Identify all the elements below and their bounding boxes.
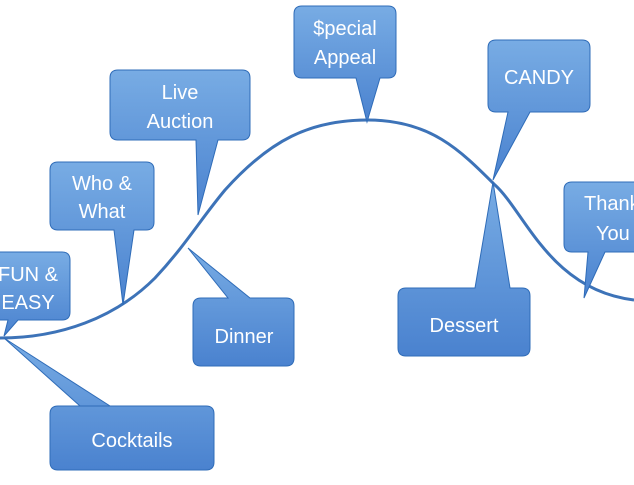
callout-who-what-line-2: What (79, 201, 126, 223)
callout-dinner: Dinner (187, 247, 295, 367)
callout-cocktails: Cocktails (3, 337, 215, 471)
callout-thank-you: Thank You (563, 181, 634, 299)
callout-cocktails-label: Cocktails (91, 430, 172, 452)
callout-thank-you-line-2: You (596, 223, 630, 245)
callout-special-appeal-line-2: Appeal (314, 47, 376, 69)
callout-dinner-label: Dinner (215, 326, 274, 348)
callout-who-what-line-1: Who & (72, 173, 133, 195)
callout-dessert: Dessert (397, 181, 531, 357)
callout-live-auction-line-2: Auction (147, 111, 214, 133)
callout-live-auction: Live Auction (109, 69, 251, 216)
callout-dessert-label: Dessert (430, 315, 499, 337)
callout-thank-you-line-1: Thank (584, 193, 634, 215)
callout-who-what: Who & What (49, 161, 155, 306)
callout-special-appeal: $pecial Appeal (293, 5, 397, 124)
callout-fun-easy-line-1: FUN & (0, 264, 59, 286)
callout-candy: CANDY (487, 39, 591, 181)
callout-fun-easy: FUN & EASY (0, 251, 71, 337)
callout-candy-label: CANDY (504, 67, 574, 89)
callout-live-auction-line-1: Live (162, 82, 199, 104)
callout-special-appeal-line-1: $pecial (313, 18, 376, 40)
event-flow-curve (0, 118, 634, 340)
callout-fun-easy-line-2: EASY (1, 292, 54, 314)
